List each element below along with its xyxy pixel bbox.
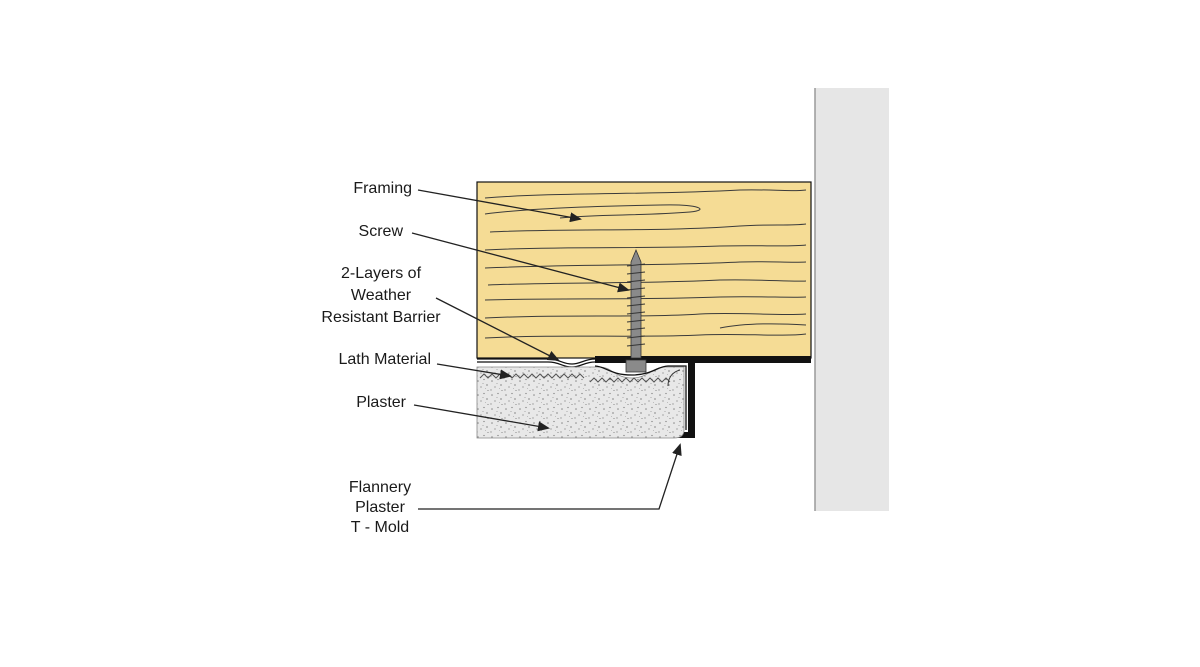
- leader-screw: [411, 232, 630, 293]
- leader-lath: [436, 363, 512, 380]
- wood-grain: [484, 189, 807, 339]
- leader-framing: [417, 189, 582, 223]
- leader-tmold: [418, 443, 682, 510]
- leader-lines: [411, 189, 682, 510]
- lath-material: [479, 369, 681, 387]
- weather-resistant-barrier: [477, 358, 596, 368]
- label-t-mold: Flannery Plaster T - Mold: [330, 478, 430, 538]
- screw: [625, 248, 647, 373]
- label-wrb-line3: Resistant Barrier: [321, 309, 441, 326]
- label-plaster: Plaster: [356, 394, 406, 411]
- label-framing: Framing: [353, 180, 412, 197]
- framing-member: [476, 181, 812, 359]
- label-tmold-line1: Flannery: [348, 479, 412, 496]
- label-lath-material: Lath Material: [338, 351, 432, 368]
- label-weather-resistant-barrier: 2-Layers of Weather Resistant Barrier: [313, 264, 449, 328]
- label-tmold-line3: T - Mold: [350, 519, 410, 536]
- plaster-body: [476, 366, 685, 439]
- leader-wrb: [435, 297, 560, 361]
- leader-plaster: [413, 404, 550, 432]
- label-wrb-line1: 2-Layers of: [340, 265, 422, 282]
- wall: [814, 88, 889, 511]
- label-wrb-line2: Weather: [350, 287, 412, 304]
- barrier-wrap: [594, 365, 687, 430]
- label-tmold-line2: Plaster: [355, 499, 405, 516]
- label-screw: Screw: [358, 223, 403, 240]
